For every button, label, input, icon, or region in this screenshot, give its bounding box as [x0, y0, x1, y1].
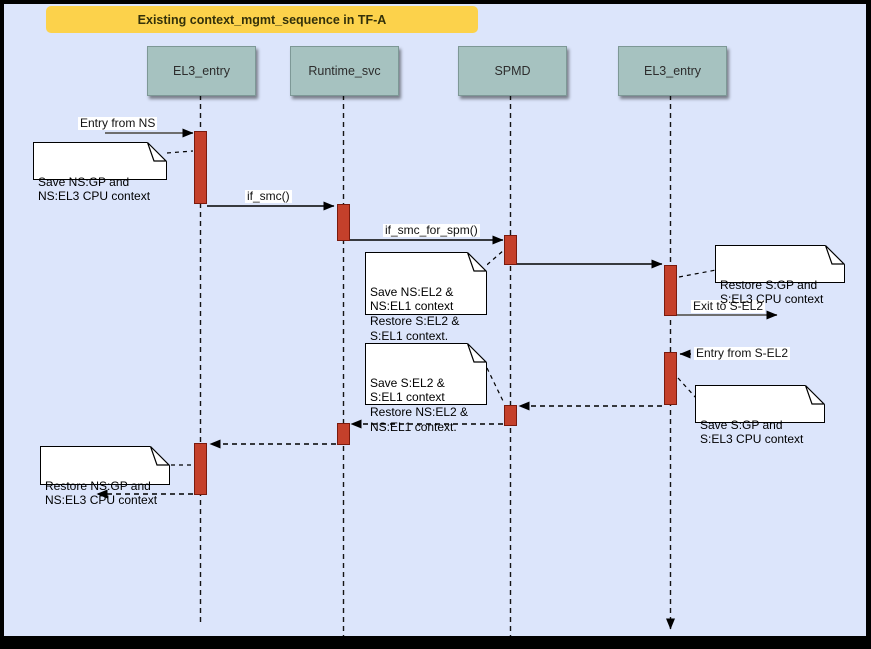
- diagram-title-label: Existing context_mgmt_sequence in TF-A: [137, 12, 387, 27]
- activation-runtime-1: [337, 204, 350, 241]
- diagram-background: [4, 4, 866, 636]
- msg-entry-from-s-el2-label: Entry from S-EL2: [694, 346, 791, 360]
- diagram-title: Existing context_mgmt_sequence in TF-A: [46, 6, 478, 33]
- note-save-s-gp: Save S:GP and S:EL3 CPU context: [695, 385, 825, 446]
- note-save-ns-gp: Save NS:GP and NS:EL3 CPU context: [33, 142, 167, 203]
- activation-el3-left-2: [194, 443, 207, 495]
- note-text: Restore S:GP and S:EL3 CPU context: [720, 277, 824, 307]
- note-text: Save S:GP and S:EL3 CPU context: [700, 417, 804, 447]
- note-restore-ns-gp: Restore NS:GP and NS:EL3 CPU context: [40, 446, 170, 507]
- activation-spmd-1: [504, 235, 517, 265]
- activation-runtime-2: [337, 423, 350, 445]
- activation-spmd-2: [504, 405, 517, 426]
- note-save-s-el2: Save S:EL2 & S:EL1 context Restore NS:EL…: [365, 343, 487, 434]
- note-restore-s-gp: Restore S:GP and S:EL3 CPU context: [715, 245, 845, 306]
- lifeline-header-el3-entry-left: EL3_entry: [147, 46, 256, 96]
- actor-label: SPMD: [494, 64, 531, 78]
- msg-exit-to-s-el2-label: Exit to S-EL2: [691, 300, 766, 313]
- note-text: Save S:EL2 & S:EL1 context Restore NS:EL…: [370, 375, 469, 434]
- lifeline-header-runtime-svc: Runtime_svc: [290, 46, 399, 96]
- msg-if-smc-for-spm-label: if_smc_for_spm(): [383, 223, 480, 237]
- actor-label: EL3_entry: [644, 64, 701, 78]
- note-fold-icon: [467, 252, 487, 272]
- activation-el3-right-1: [664, 265, 677, 316]
- note-text: Restore NS:GP and NS:EL3 CPU context: [45, 478, 158, 508]
- actor-label: EL3_entry: [173, 64, 230, 78]
- note-fold-icon: [805, 385, 825, 405]
- activation-el3-left-1: [194, 131, 207, 204]
- note-fold-icon: [147, 142, 167, 162]
- activation-el3-right-2: [664, 352, 677, 405]
- msg-entry-from-ns-label: Entry from NS: [78, 116, 158, 130]
- note-text: Save NS:GP and NS:EL3 CPU context: [38, 174, 151, 204]
- note-fold-icon: [150, 446, 170, 466]
- lifeline-header-spmd: SPMD: [458, 46, 567, 96]
- note-text: Save NS:EL2 & NS:EL1 context Restore S:E…: [370, 284, 460, 343]
- actor-label: Runtime_svc: [308, 64, 381, 78]
- lifeline-header-el3-entry-right: EL3_entry: [618, 46, 727, 96]
- note-save-ns-el2: Save NS:EL2 & NS:EL1 context Restore S:E…: [365, 252, 487, 343]
- note-fold-icon: [467, 343, 487, 363]
- msg-if-smc-label: if_smc(): [245, 189, 292, 203]
- note-fold-icon: [825, 245, 845, 265]
